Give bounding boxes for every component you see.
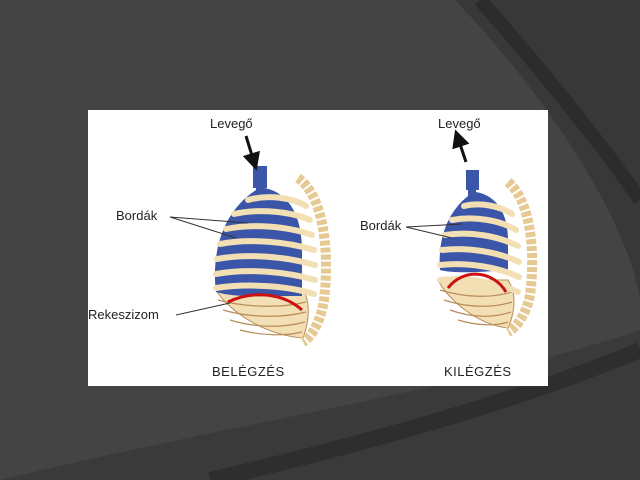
exhalation-diaphragm bbox=[446, 272, 508, 293]
exhalation-caption: KILÉGZÉS bbox=[444, 364, 512, 379]
background-arc-1 bbox=[474, 0, 640, 204]
background-curve-bottom bbox=[0, 330, 640, 480]
inhalation-air-arrow bbox=[242, 135, 260, 171]
breathing-diagram: Levegő Bordák Rekeszizom BELÉGZÉS Levegő… bbox=[88, 110, 548, 386]
background-curve-top bbox=[455, 0, 640, 300]
inhalation-ribs-label: Bordák bbox=[116, 208, 158, 223]
exhalation-air-label: Levegő bbox=[438, 116, 481, 131]
exhalation-lung bbox=[439, 182, 508, 273]
exhalation-ribs-label: Bordák bbox=[360, 218, 402, 233]
inhalation-diaphragm-label: Rekeszizom bbox=[88, 307, 159, 322]
inhalation-windpipe bbox=[253, 166, 267, 188]
breathing-illustration bbox=[169, 129, 538, 347]
inhalation-ribcage bbox=[169, 135, 331, 347]
exhalation-ribcage bbox=[405, 129, 538, 337]
exhalation-air-arrow bbox=[452, 129, 470, 163]
exhalation-windpipe bbox=[466, 170, 479, 190]
inhalation-air-label: Levegő bbox=[210, 116, 253, 131]
exhalation-spine bbox=[504, 178, 538, 337]
inhalation-spine bbox=[294, 173, 331, 347]
inhalation-caption: BELÉGZÉS bbox=[212, 364, 285, 379]
inhalation-lung bbox=[214, 178, 302, 297]
inhalation-diaphragm bbox=[227, 293, 303, 312]
background-arc-2 bbox=[208, 342, 640, 480]
